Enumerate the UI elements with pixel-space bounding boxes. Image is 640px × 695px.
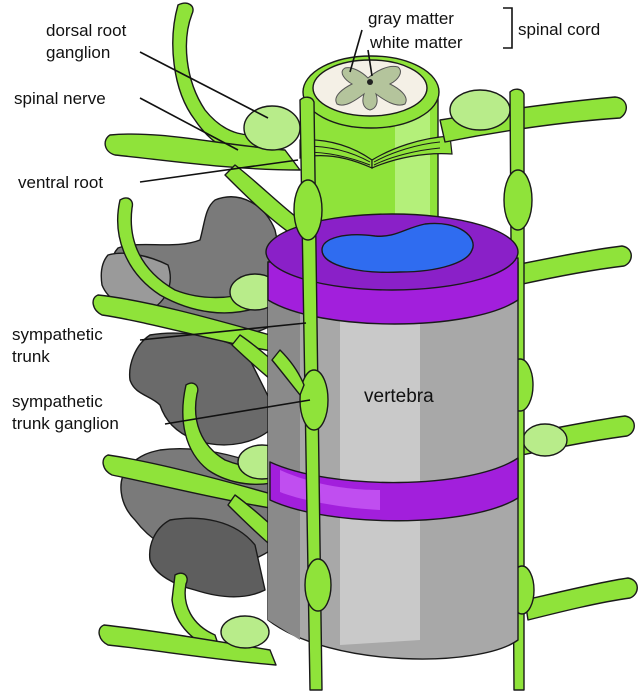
intervertebral-disc-lower [269, 457, 519, 522]
left-sympathetic-trunk [271, 96, 332, 691]
spinal-cord [299, 55, 453, 231]
labels: gray matter white matter spinal cord dor… [12, 9, 600, 433]
sympathetic-trunk-ganglion [299, 369, 329, 431]
dorsal-root-ganglion-bottom [220, 615, 270, 649]
vertebral-body [265, 213, 519, 660]
label-sympathetic-trunk-ganglion-1: sympathetic [12, 392, 103, 411]
label-spinal-cord: spinal cord [518, 20, 600, 39]
spinal-nerve-upper [104, 133, 301, 171]
spinal-nerve-mid [92, 294, 279, 353]
right-trunk-ganglion-1 [503, 169, 533, 231]
spinal-cord-shade [395, 100, 430, 228]
rootlet-lines [304, 141, 441, 166]
trunk-connector-mid [271, 349, 305, 396]
label-ganglion: ganglion [46, 43, 110, 62]
leader-spinal-nerve [139, 97, 239, 151]
spinal-canal [321, 222, 474, 274]
vertebra-body-highlight [340, 300, 420, 645]
label-sympathetic-trunk-1: sympathetic [12, 325, 103, 344]
spinal-nerve-bottom [98, 624, 277, 666]
leader-gray-matter [349, 29, 363, 73]
label-dorsal-root: dorsal root [46, 21, 127, 40]
gray-matter-region [335, 65, 407, 111]
leader-sympathetic-trunk-ganglion [164, 399, 311, 425]
label-sympathetic-trunk-2: trunk [12, 347, 50, 366]
disc-lower-sheen [280, 470, 380, 510]
leader-lines [139, 7, 513, 425]
leader-white-matter [367, 49, 373, 77]
dorsal-root-bottom [171, 572, 221, 651]
left-trunk-ganglion-1 [293, 179, 323, 241]
label-white-matter: white matter [369, 33, 463, 52]
spinal-cord-bracket [503, 7, 513, 49]
dorsal-root-ganglion-upper [243, 105, 301, 151]
right-ganglion-upper [449, 89, 511, 131]
central-canal [367, 79, 373, 85]
label-vertebra: vertebra [364, 386, 434, 407]
leader-ventral-root [139, 159, 299, 183]
right-ganglion-lower [522, 423, 568, 457]
leader-dorsal-root-ganglion [139, 51, 269, 119]
right-spinal-nerve-mid [514, 245, 632, 286]
label-gray-matter: gray matter [368, 9, 454, 28]
right-spinal-nerve-bottom [524, 577, 638, 621]
label-ventral-root: ventral root [18, 173, 103, 192]
left-trunk-ganglion-3 [304, 558, 332, 612]
label-spinal-nerve: spinal nerve [14, 89, 106, 108]
leader-sympathetic-trunk [139, 322, 307, 341]
vertebra-body-shadow [268, 262, 300, 640]
label-sympathetic-trunk-ganglion-2: trunk ganglion [12, 414, 119, 433]
